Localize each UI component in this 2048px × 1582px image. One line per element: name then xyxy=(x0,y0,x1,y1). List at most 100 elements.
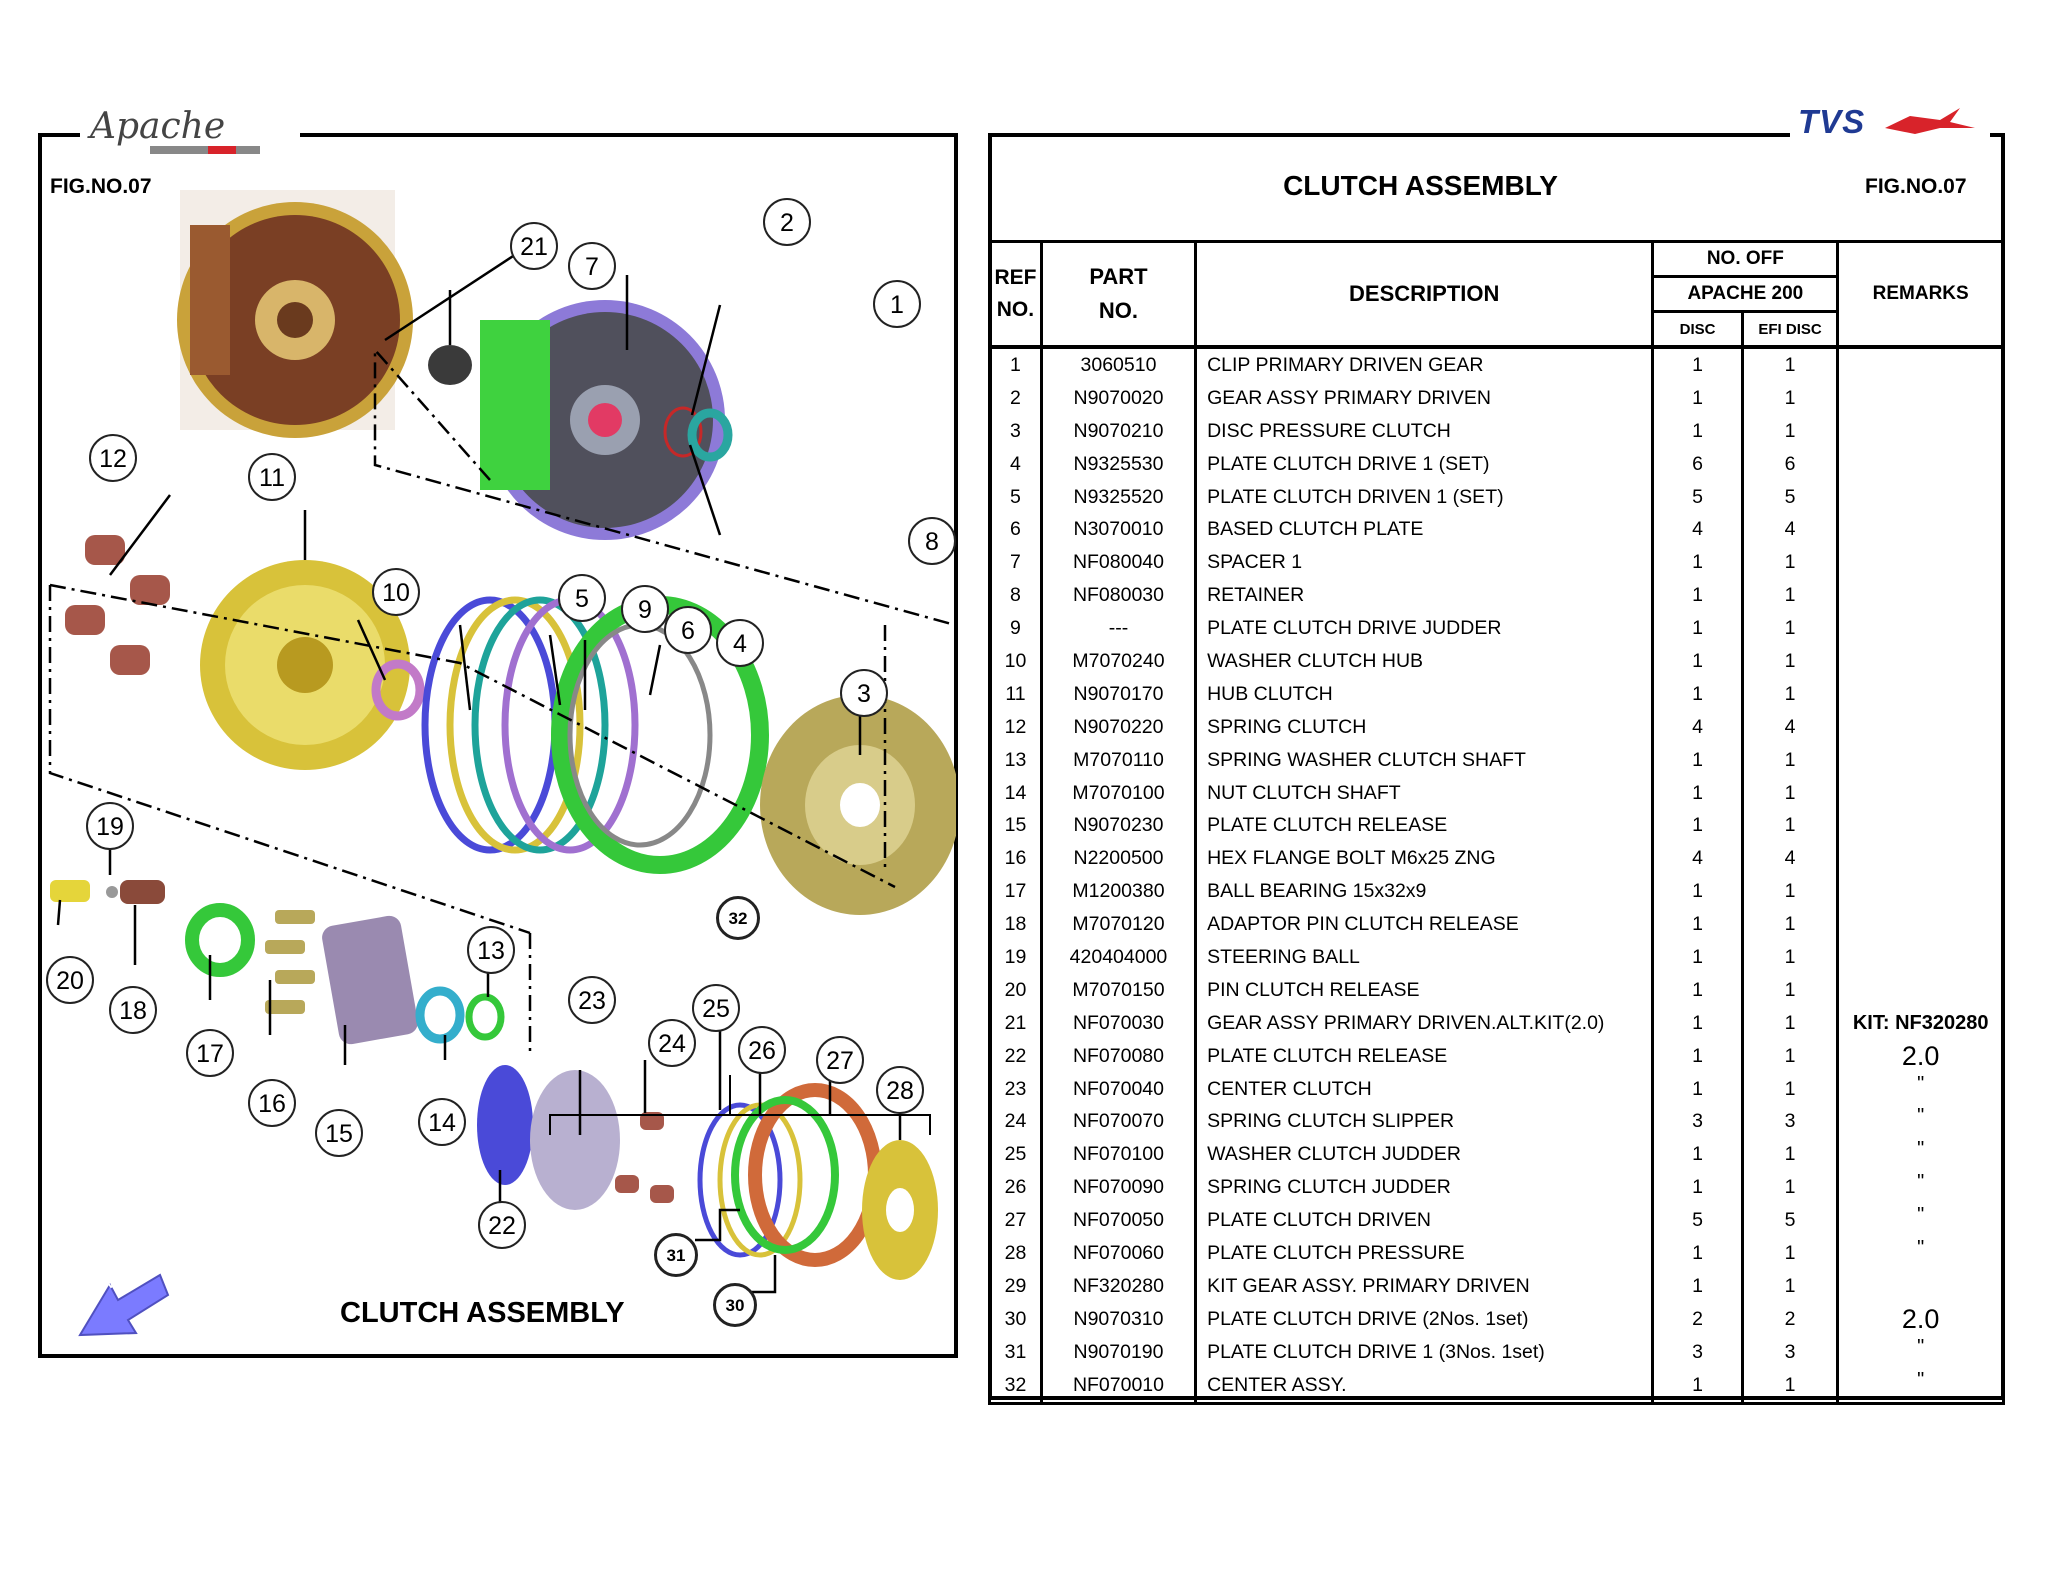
cell-remarks xyxy=(1836,743,2005,777)
cell-qty-disc: 2 xyxy=(1651,1302,1744,1336)
cell-description: PLATE CLUTCH DRIVE JUDDER xyxy=(1194,612,1655,646)
callout-10: 10 xyxy=(372,568,420,616)
cell-qty-efi-disc: 1 xyxy=(1740,381,1840,415)
cell-qty-efi-disc: 1 xyxy=(1740,579,1840,613)
callout-4: 4 xyxy=(716,619,764,667)
part-2-gear-assy xyxy=(480,300,725,540)
cell-qty-efi-disc: 1 xyxy=(1740,941,1840,974)
cell-description: CENTER CLUTCH xyxy=(1194,1072,1655,1106)
left-fig-number: FIG.NO.07 xyxy=(50,175,152,198)
callout-24: 24 xyxy=(648,1019,696,1067)
cell-part-no: NF070030 xyxy=(1039,1006,1198,1040)
cell-ref-no: 12 xyxy=(988,710,1043,744)
cell-qty-disc: 3 xyxy=(1651,1335,1744,1369)
callout-20: 20 xyxy=(46,956,94,1004)
cell-remarks: 2.0 xyxy=(1836,1039,2005,1073)
cell-part-no: N9070170 xyxy=(1039,677,1198,711)
header-part-no: PART NO. xyxy=(1039,240,1198,349)
cell-qty-disc: 1 xyxy=(1651,908,1744,942)
cell-qty-efi-disc: 4 xyxy=(1740,842,1840,876)
cell-qty-disc: 1 xyxy=(1651,381,1744,415)
cell-part-no: M7070110 xyxy=(1039,743,1198,777)
cell-remarks xyxy=(1836,447,2005,481)
cell-ref-no: 21 xyxy=(988,1006,1043,1040)
cell-qty-efi-disc: 1 xyxy=(1740,1171,1840,1205)
callout-1: 1 xyxy=(873,280,921,328)
part-23-center-clutch xyxy=(530,1070,620,1210)
cell-part-no: NF070040 xyxy=(1039,1072,1198,1106)
cell-part-no: 420404000 xyxy=(1039,941,1198,974)
header-ref-no: REF NO. xyxy=(988,240,1043,349)
cell-remarks xyxy=(1836,941,2005,974)
part-3-pressure-disc xyxy=(760,695,956,915)
cell-ref-no: 13 xyxy=(988,743,1043,777)
cell-remarks: " xyxy=(1836,1368,2005,1405)
cell-remarks xyxy=(1836,710,2005,744)
cell-part-no: N2200500 xyxy=(1039,842,1198,876)
cell-ref-no: 8 xyxy=(988,579,1043,613)
cell-qty-efi-disc: 1 xyxy=(1740,809,1840,843)
part-22-release-plate xyxy=(477,1065,533,1185)
cell-ref-no: 29 xyxy=(988,1269,1043,1303)
cell-remarks xyxy=(1836,973,2005,1007)
cell-qty-efi-disc: 1 xyxy=(1740,1138,1840,1172)
callout-6: 6 xyxy=(664,606,712,654)
part-20-pin xyxy=(50,880,90,902)
fwd-arrow-icon xyxy=(78,1273,170,1337)
cell-qty-disc: 5 xyxy=(1651,1204,1744,1238)
cell-qty-disc: 1 xyxy=(1651,414,1744,448)
cell-ref-no: 23 xyxy=(988,1072,1043,1106)
callout-31: 31 xyxy=(654,1233,698,1277)
part-30-drive-plates xyxy=(731,1096,839,1254)
cell-description: GEAR ASSY PRIMARY DRIVEN xyxy=(1194,381,1655,415)
cell-remarks: " xyxy=(1836,1335,2005,1369)
cell-part-no: M7070120 xyxy=(1039,908,1198,942)
callout-2: 2 xyxy=(763,198,811,246)
cell-qty-disc: 1 xyxy=(1651,645,1744,678)
header-disc: DISC xyxy=(1651,310,1744,349)
cell-description: SPACER 1 xyxy=(1194,546,1655,580)
exploded-diagram xyxy=(48,190,956,1337)
cell-qty-efi-disc: 5 xyxy=(1740,480,1840,514)
cell-qty-efi-disc: 1 xyxy=(1740,1269,1840,1303)
cell-remarks: " xyxy=(1836,1105,2005,1139)
apache-logo: Apache xyxy=(80,100,300,168)
part-21-gear-housing xyxy=(177,190,413,438)
cell-remarks xyxy=(1836,381,2005,415)
cell-part-no: N9070210 xyxy=(1039,414,1198,448)
cell-ref-no: 24 xyxy=(988,1105,1043,1139)
cell-description: PLATE CLUTCH DRIVEN 1 (SET) xyxy=(1194,480,1655,514)
cell-qty-efi-disc: 1 xyxy=(1740,677,1840,711)
cell-ref-no: 2 xyxy=(988,381,1043,415)
cell-description: BALL BEARING 15x32x9 xyxy=(1194,875,1655,909)
cell-remarks xyxy=(1836,480,2005,514)
cell-qty-efi-disc: 1 xyxy=(1740,645,1840,678)
diagram-frame xyxy=(38,133,958,1358)
part-8-retainer xyxy=(687,408,733,462)
callout-19: 19 xyxy=(86,802,134,850)
cell-qty-disc: 3 xyxy=(1651,1105,1744,1139)
cell-remarks: KIT: NF320280 xyxy=(1836,1006,2005,1040)
callout-8: 8 xyxy=(908,517,956,565)
callout-28: 28 xyxy=(876,1066,924,1114)
cell-description: KIT GEAR ASSY. PRIMARY DRIVEN xyxy=(1194,1269,1655,1303)
cell-remarks xyxy=(1836,908,2005,942)
cell-description: SPRING CLUTCH xyxy=(1194,710,1655,744)
callout-17: 17 xyxy=(186,1029,234,1077)
